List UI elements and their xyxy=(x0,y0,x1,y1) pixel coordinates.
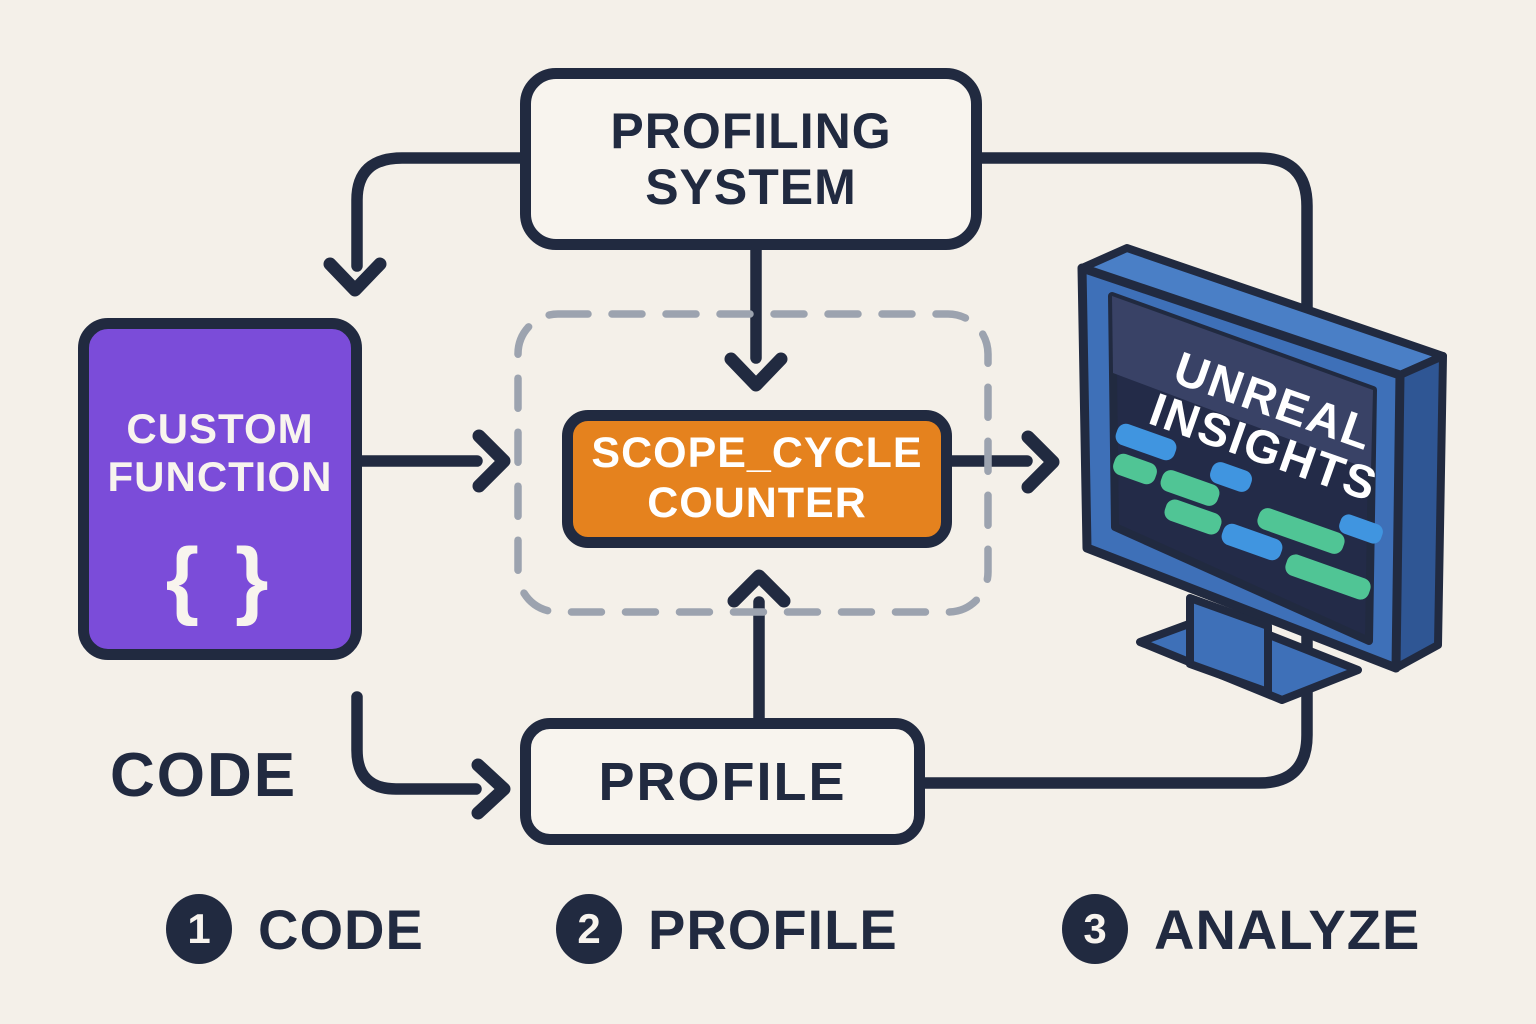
monitor-screen-band xyxy=(1112,296,1373,470)
legend-label-code: CODE xyxy=(258,897,424,961)
profile-box: PROFILE xyxy=(520,718,925,845)
connector-profiling-to-custom xyxy=(351,152,526,272)
legend-badge-3: 3 xyxy=(1062,894,1128,964)
custom-function-box: CUSTOM FUNCTION { } xyxy=(78,318,362,660)
code-caption: CODE xyxy=(110,741,298,810)
legend-badge-1: 1 xyxy=(166,894,232,964)
custom-function-label-line1: CUSTOM xyxy=(126,405,314,452)
legend-item-profile: 2 PROFILE xyxy=(556,894,898,964)
scope-cycle-label-line1: SCOPE_CYCLE xyxy=(591,429,923,478)
custom-function-label-line2: FUNCTION xyxy=(107,453,333,501)
monitor-stand-neck xyxy=(1186,594,1272,696)
code-braces-icon: { } xyxy=(165,530,275,627)
legend-label-analyze: ANALYZE xyxy=(1154,897,1421,961)
connector-code-to-profile xyxy=(351,691,482,795)
legend-item-code: 1 CODE xyxy=(166,894,424,964)
arrowhead-right-profile xyxy=(471,758,511,820)
arrowhead-down-custom xyxy=(323,257,387,297)
legend-badge-2: 2 xyxy=(556,894,622,964)
profile-label: PROFILE xyxy=(598,751,847,812)
arrowhead-down-scope xyxy=(724,352,788,392)
arrowhead-right-scope xyxy=(472,429,511,493)
dashed-region xyxy=(514,310,992,616)
legend-item-analyze: 3 ANALYZE xyxy=(1062,894,1420,964)
legend-label-profile: PROFILE xyxy=(648,897,898,961)
profiling-system-label-line2: SYSTEM xyxy=(645,159,857,215)
monitor-icon: UNREAL INSIGHTS xyxy=(1077,244,1447,704)
scope-cycle-counter-box: SCOPE_CYCLE COUNTER xyxy=(562,410,952,548)
timeline-bars xyxy=(1113,423,1383,600)
profiling-system-box: PROFILING SYSTEM xyxy=(520,68,982,250)
profiling-system-label-line1: PROFILING xyxy=(610,103,892,159)
arrowhead-right-monitor xyxy=(1021,430,1060,494)
scope-cycle-label-line2: COUNTER xyxy=(647,479,867,527)
arrowhead-up-scope xyxy=(727,569,791,608)
